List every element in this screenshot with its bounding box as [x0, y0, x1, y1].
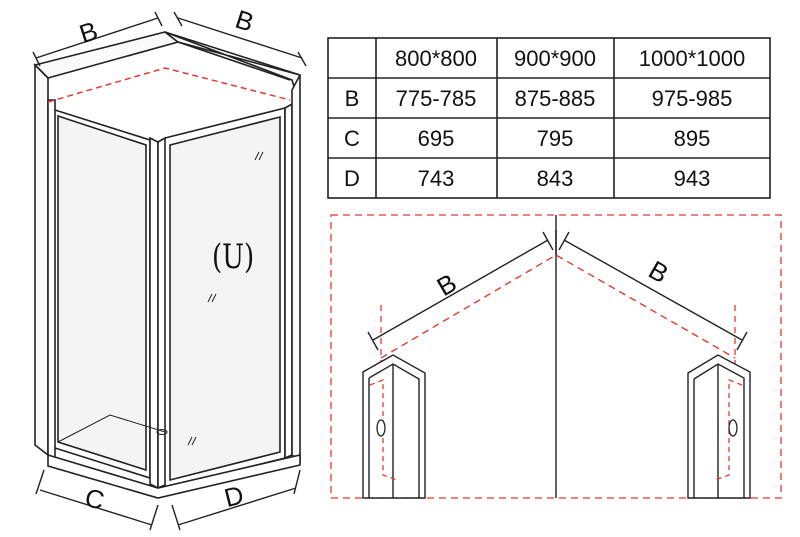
table-header-1: 800*800 — [395, 46, 477, 71]
table-row-label: B — [345, 86, 360, 111]
door-mark: (U) — [212, 238, 254, 277]
size-table — [327, 37, 771, 199]
right-panel-frame — [284, 102, 293, 460]
door-glass — [169, 115, 281, 482]
dim-d-label: D — [221, 479, 246, 513]
dim-c — [35, 469, 159, 531]
table-cell: 843 — [537, 166, 574, 191]
table-cell: 775-785 — [396, 86, 477, 111]
left-wall-profile — [362, 354, 426, 499]
dim-b-left — [32, 11, 163, 67]
top-outline-dashed — [47, 67, 291, 103]
detail-dim-b-right — [563, 239, 743, 341]
dim-b-right-label: B — [232, 4, 258, 38]
table-cell: 975-985 — [652, 86, 733, 111]
table-row-label: C — [344, 126, 360, 151]
detail-b-left-label: B — [432, 267, 462, 302]
corner-detail: B B — [330, 214, 782, 500]
left-wall — [34, 63, 49, 457]
table-cell: 695 — [418, 126, 455, 151]
table-cell: 943 — [674, 166, 711, 191]
table-header-2: 900*900 — [514, 46, 596, 71]
right-wall — [291, 74, 301, 462]
dim-d — [171, 469, 301, 531]
detail-b-right-label: B — [644, 254, 674, 289]
table-cell: 795 — [537, 126, 574, 151]
left-glass — [57, 114, 147, 472]
table-cell: 895 — [674, 126, 711, 151]
table-cell: 743 — [418, 166, 455, 191]
table-row-label: D — [344, 166, 360, 191]
corner-post — [149, 136, 159, 490]
table-header-3: 1000*1000 — [639, 46, 745, 71]
right-wall-hole — [728, 419, 738, 437]
enclosure-drawing — [33, 31, 302, 499]
left-panel-frame — [47, 99, 56, 460]
detail-dashed-frame — [330, 214, 782, 499]
dim-c-label: C — [82, 482, 107, 516]
right-wall-profile — [687, 354, 751, 499]
table-cell: 875-885 — [515, 86, 596, 111]
detail-b-dashed — [380, 254, 736, 359]
left-wall-hole — [376, 419, 386, 437]
detail-dim-b-left — [372, 239, 549, 341]
shower-tray — [47, 453, 301, 499]
dim-b-right — [173, 11, 307, 67]
